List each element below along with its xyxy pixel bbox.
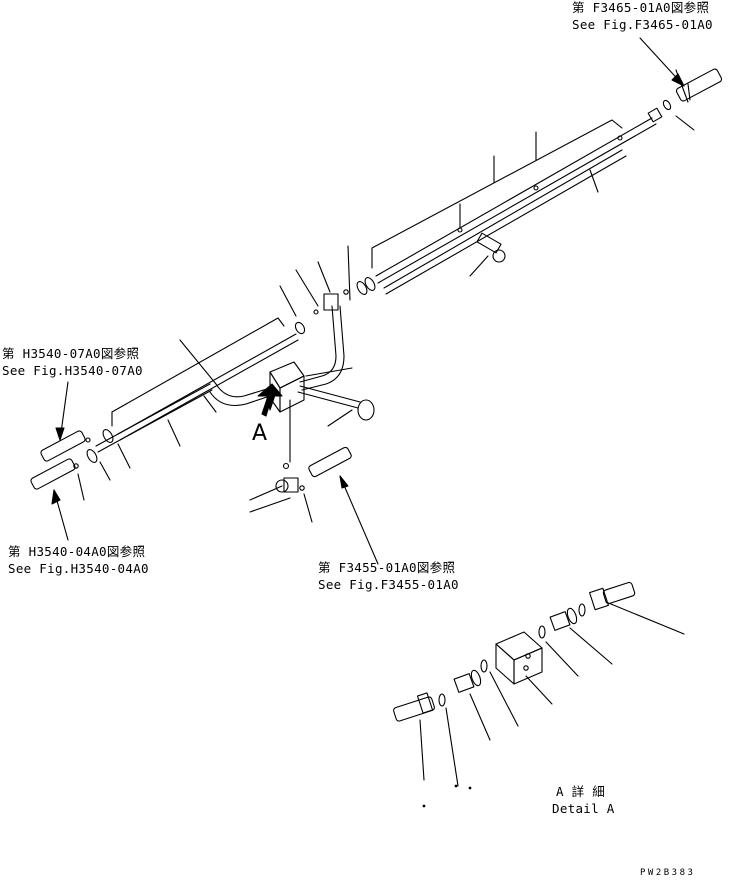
ref-h3540-07-en: See Fig.H3540-07A0 xyxy=(2,363,143,378)
ref-f3465-jp: 第 F3465-01A0図参照 xyxy=(572,0,710,15)
detail-title-jp: A 詳 細 xyxy=(556,784,606,799)
ref-h3540-04-en: See Fig.H3540-04A0 xyxy=(8,561,149,576)
upper-pipe-assembly xyxy=(343,68,723,295)
ref-f3465-en: See Fig.F3465-01A0 xyxy=(572,17,713,32)
ref-h3540-07-jp: 第 H3540-07A0図参照 xyxy=(2,346,140,361)
left-pipe-assembly xyxy=(30,317,306,501)
detail-a-drawing xyxy=(393,581,685,808)
reference-arrow-h3540-07 xyxy=(55,381,69,441)
bolt-upper xyxy=(469,232,506,277)
ref-h3540-04-jp: 第 H3540-04A0図参照 xyxy=(8,544,146,559)
ref-f3455-en: See Fig.F3455-01A0 xyxy=(318,577,459,592)
lower-fittings xyxy=(249,446,379,565)
reference-arrow-f3465 xyxy=(639,37,685,87)
drawing-code: PW2B383 xyxy=(640,868,696,878)
ref-f3455-jp: 第 F3455-01A0図参照 xyxy=(318,560,456,575)
center-pipe-assembly xyxy=(179,245,375,470)
view-a-arrow xyxy=(257,383,283,417)
view-a-marker: A xyxy=(252,421,268,446)
detail-title-en: Detail A xyxy=(552,801,615,816)
reference-arrow-h3540-04 xyxy=(51,489,69,541)
